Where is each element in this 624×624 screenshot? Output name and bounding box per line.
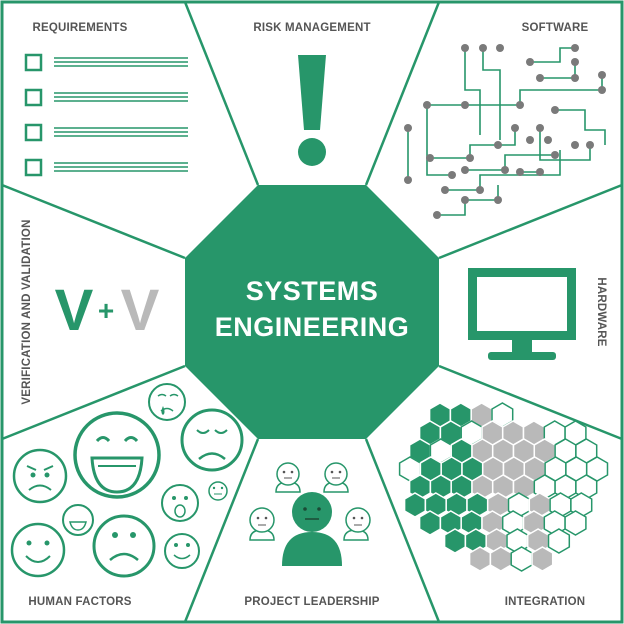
label-software: SOFTWARE: [522, 22, 589, 34]
team-leader-icon: [249, 462, 371, 566]
hexagon-cell: [547, 528, 571, 554]
emoji-face-features: [26, 406, 224, 547]
center-title-line2: ENGINEERING: [215, 312, 410, 342]
hexagon-cell: [468, 546, 492, 572]
emoji-faces-icon: [10, 383, 244, 578]
label-requirements: REQUIREMENTS: [32, 22, 127, 34]
label-risk-management: RISK MANAGEMENT: [253, 22, 370, 34]
hexagon-cell: [418, 510, 442, 536]
label-integration: INTEGRATION: [505, 596, 586, 608]
hexagon-cell: [403, 492, 427, 518]
hexagon-cell: [489, 546, 512, 572]
monitor-icon: [468, 268, 576, 360]
label-human-factors: HUMAN FACTORS: [28, 596, 131, 608]
hexagon-cell: [443, 528, 467, 554]
hexagon-grid-icon: [398, 402, 609, 572]
checklist-icon: [24, 53, 188, 177]
v-plus-v-icon: V + V: [55, 278, 160, 343]
circuit-icon: [404, 44, 606, 219]
label-verification-validation: VERIFICATION AND VALIDATION: [21, 219, 33, 404]
center-octagon: [185, 185, 439, 439]
hexagon-cell: [510, 546, 533, 572]
label-hardware: HARDWARE: [595, 277, 607, 346]
hexagon-cell: [531, 546, 554, 572]
vv-right-v: V: [121, 278, 160, 343]
vv-left-v: V: [55, 278, 94, 343]
vv-plus: +: [98, 295, 114, 326]
center-title-line1: SYSTEMS: [246, 276, 379, 306]
team-member-faces: [249, 462, 371, 541]
hexagon-cell: [564, 510, 587, 536]
leader-figure: [282, 492, 342, 566]
label-project-leadership: PROJECT LEADERSHIP: [244, 596, 379, 608]
exclamation-icon: [298, 55, 326, 166]
